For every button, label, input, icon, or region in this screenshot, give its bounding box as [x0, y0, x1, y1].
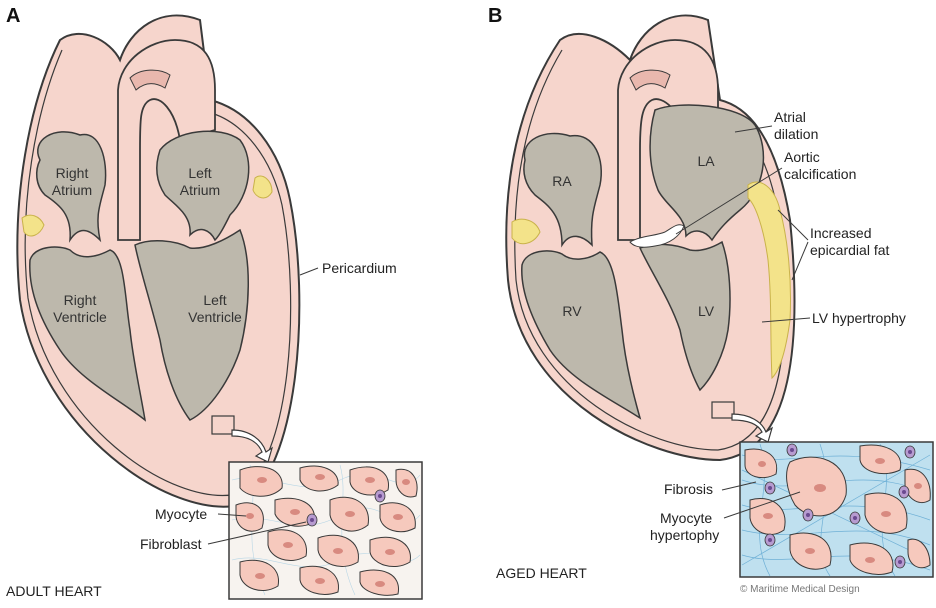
aged-zoom-region	[711, 401, 735, 419]
adult-right-atrium	[35, 131, 107, 243]
adult-left-atrium	[155, 130, 250, 242]
aged-heart-caption: AGED HEART	[496, 565, 587, 581]
adult-aorta	[117, 39, 216, 241]
myocyte-leader-line	[217, 513, 247, 517]
aged-aortic-arch-band	[629, 69, 671, 91]
panel-a-letter: A	[6, 5, 20, 27]
atrial-dilation-label-2: dilation	[774, 126, 818, 142]
adult-aortic-arch-band	[129, 69, 171, 91]
aged-fat-left	[511, 218, 541, 245]
myocyte-hypertrophy-leader	[723, 491, 801, 519]
adult-tissue-inset	[228, 461, 423, 600]
aged-myocyte-nuclei	[758, 458, 922, 563]
adult-right-ventricle	[29, 246, 147, 422]
panel-b-letter: B	[488, 5, 502, 27]
aged-left-ventricle	[638, 240, 731, 392]
aortic-calcification	[629, 224, 685, 248]
epicardial-fat-label-1: Increased	[810, 225, 871, 241]
epicardial-fat-leader-2	[791, 241, 809, 281]
adult-fat-left	[21, 214, 45, 237]
aged-fat-right	[747, 181, 792, 380]
adult-fibroblasts	[306, 489, 386, 527]
adult-heart-myocardium	[24, 49, 292, 496]
adult-la-label-1: Left	[188, 165, 211, 181]
aged-ra-label: RA	[552, 173, 572, 189]
panel-a: A Right Atrium Left Atrium Right Ventric…	[6, 5, 423, 600]
myocyte-label: Myocyte	[155, 506, 207, 522]
epicardial-fat-leader-1	[777, 209, 809, 241]
adult-zoom-region	[211, 415, 235, 435]
pericardium-label: Pericardium	[322, 260, 397, 276]
adult-ra-label-2: Atrium	[52, 182, 92, 198]
aged-right-ventricle	[521, 250, 642, 420]
aged-tissue-inset	[739, 441, 934, 578]
adult-heart-caption: ADULT HEART	[6, 583, 102, 599]
adult-rv-label-1: Right	[64, 292, 97, 308]
atrial-dilation-leader	[734, 125, 773, 133]
panel-b: B RA LA RV LV Atrial dilation Aortic cal…	[488, 5, 934, 595]
adult-fat-right	[252, 175, 273, 199]
aortic-calcification-label-2: calcification	[784, 166, 856, 182]
aged-lv-label: LV	[698, 303, 715, 319]
lv-hypertrophy-leader	[761, 317, 811, 323]
fibroblast-label: Fibroblast	[140, 536, 202, 552]
myocyte-cell	[907, 538, 931, 569]
adult-lv-label-2: Ventricle	[188, 309, 242, 325]
copyright-notice: © Maritime Medical Design	[740, 584, 860, 595]
aged-la-label: LA	[697, 153, 715, 169]
atrial-dilation-label-1: Atrial	[774, 109, 806, 125]
aged-rv-label: RV	[562, 303, 582, 319]
aged-fibroblasts	[764, 443, 916, 569]
pericardium-leader-line	[299, 267, 319, 276]
myocyte-hypertrophy-label-2: hypertophy	[650, 527, 719, 543]
fibrosis-leader	[721, 481, 757, 491]
myocyte-hypertrophy-label-1: Myocyte	[660, 510, 712, 526]
adult-myocyte-nuclei	[246, 474, 410, 587]
fibroblast-leader-line	[207, 521, 307, 545]
adult-lv-label-1: Left	[203, 292, 226, 308]
lv-hypertrophy-label: LV hypertrophy	[812, 310, 906, 326]
adult-la-label-2: Atrium	[180, 182, 220, 198]
aged-right-atrium	[523, 132, 602, 248]
aged-left-atrium	[649, 104, 765, 242]
adult-ra-label-1: Right	[56, 165, 89, 181]
aortic-calcification-leader	[675, 167, 783, 235]
adult-zoom-arrow	[231, 429, 274, 463]
epicardial-fat-label-2: epicardial fat	[810, 242, 889, 258]
aortic-calcification-label-1: Aortic	[784, 149, 820, 165]
adult-left-ventricle	[134, 228, 249, 421]
adult-rv-label-2: Ventricle	[53, 309, 107, 325]
fibrosis-label: Fibrosis	[664, 481, 713, 497]
aged-zoom-arrow	[731, 413, 774, 443]
